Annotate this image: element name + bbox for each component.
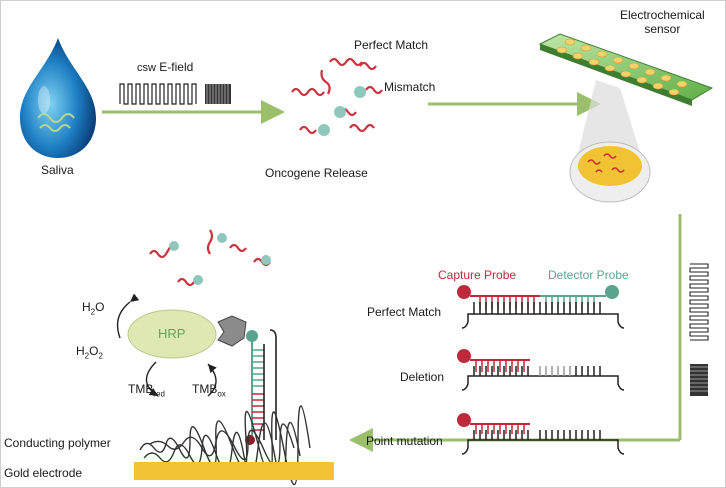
h2o-sub: 2 — [90, 307, 96, 317]
point-mutation-label: Point mutation — [366, 434, 443, 448]
sensor-label-line1: Electrochemical — [620, 8, 705, 22]
h2o-label: H2O — [82, 300, 104, 316]
mismatch-beads — [318, 86, 366, 136]
tmb-red-text: TMB — [128, 382, 154, 396]
hrp-enzyme — [127, 309, 217, 359]
h2o2-sub1: 2 — [84, 351, 90, 361]
conducting-polymer-label: Conducting polymer — [4, 436, 111, 450]
oncogene-release-label: Oncogene Release — [265, 166, 368, 180]
sensor-well-zoom-icon — [569, 141, 651, 203]
efield-prefix: csw — [137, 62, 156, 74]
detector-probe-label: Detector Probe — [548, 268, 629, 282]
vertical-waveform — [689, 263, 709, 396]
perfect-match-probe-label: Perfect Match — [367, 305, 442, 319]
sensor-label: Electrochemical sensor — [620, 8, 705, 36]
tmb-ox-text: TMB — [192, 382, 218, 396]
detector-tag-icon — [217, 315, 247, 347]
tmb-ox-sub: ox — [217, 389, 226, 399]
tmb-cycle-left — [145, 361, 159, 397]
saliva-droplet-icon — [20, 38, 96, 158]
h2o2-label: H2O2 — [76, 344, 103, 360]
tmb-red-sub: red — [153, 389, 165, 399]
gold-electrode-label: Gold electrode — [4, 466, 83, 480]
capture-probe-label: Capture Probe — [438, 268, 517, 282]
h2o-curve-arrow — [116, 293, 140, 339]
saliva-label: Saliva — [41, 163, 74, 177]
efield-text: E-field — [159, 60, 194, 74]
h2o-o: O — [95, 300, 105, 314]
perfect-match-label: Perfect Match — [354, 38, 429, 52]
h2o2-o: O — [89, 344, 99, 358]
released-dna-strands — [291, 57, 383, 135]
tmb-ox-label: TMBox — [192, 382, 226, 398]
hrp-label: HRP — [158, 326, 186, 341]
probe-deletion — [457, 349, 625, 391]
probe-point-mutation — [457, 413, 625, 455]
floating-beads — [169, 233, 271, 285]
mismatch-label: Mismatch — [384, 80, 436, 94]
h2o2-sub2: 2 — [98, 351, 103, 361]
efield-label: csw E-field — [137, 60, 193, 74]
h2o-h: H — [82, 300, 91, 314]
floating-dna-strands — [149, 229, 271, 287]
gold-electrode-bar — [134, 462, 334, 480]
sensor-chip-icon — [538, 33, 714, 106]
deletion-label: Deletion — [400, 370, 445, 384]
probe-perfect-match — [457, 285, 625, 329]
sensor-label-line2: sensor — [644, 22, 681, 36]
efield-waveform — [119, 83, 231, 105]
tmb-red-label: TMBred — [128, 382, 165, 398]
tmb-cycle-right — [207, 363, 217, 397]
h2o2-h: H — [76, 344, 85, 358]
